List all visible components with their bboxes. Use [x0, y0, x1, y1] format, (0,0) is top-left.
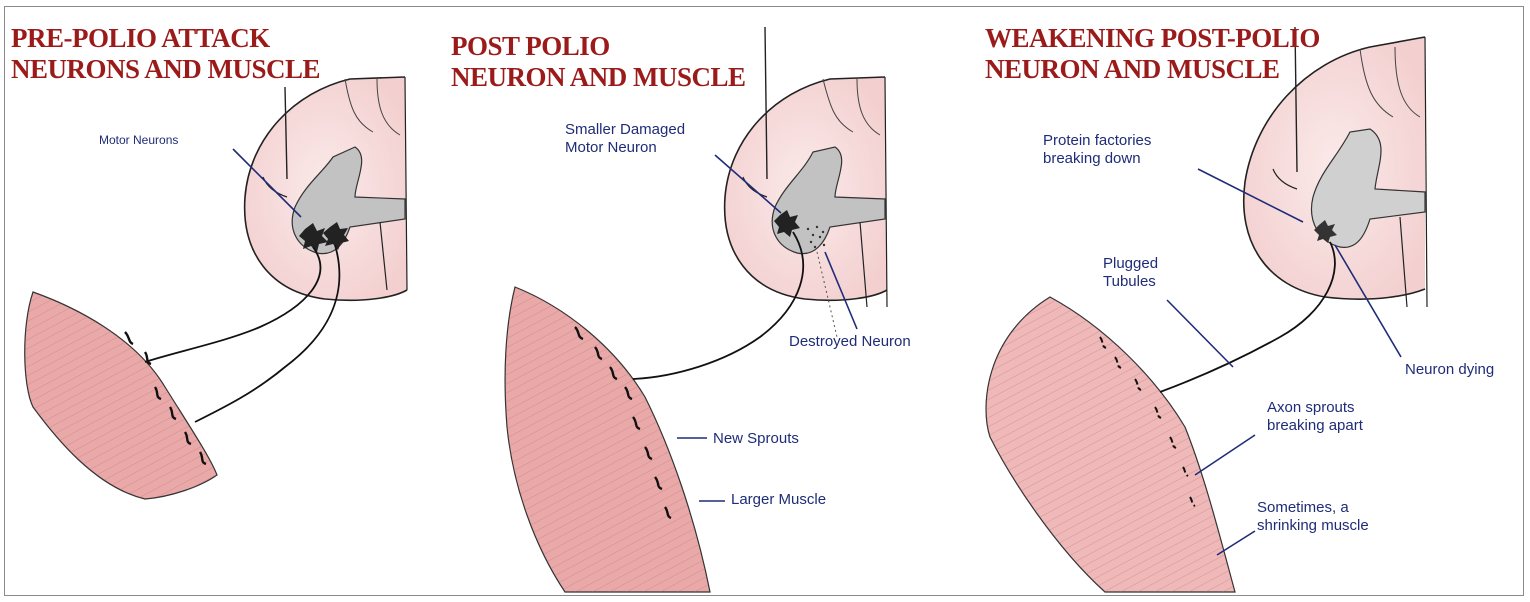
- panel-2-spinal-cord: [725, 27, 887, 337]
- panel-3-axon-sprouts-pointer: [1195, 435, 1255, 475]
- smaller-damaged-line1: Smaller Damaged: [565, 121, 685, 139]
- panel-1-muscle: [25, 292, 217, 499]
- protein-factories-label: Protein factories breaking down: [1043, 132, 1151, 168]
- axon-line2: breaking apart: [1267, 417, 1363, 435]
- neuron-dying-label: Neuron dying: [1405, 361, 1494, 379]
- panel-3-shrinking-pointer: [1217, 531, 1255, 555]
- panel-1-spinal-cord: [245, 77, 407, 300]
- smaller-damaged-line2: Motor Neuron: [565, 139, 685, 157]
- destroyed-neuron-label: Destroyed Neuron: [789, 333, 911, 351]
- motor-neurons-label: Motor Neurons: [99, 131, 178, 149]
- panel-3-plugged-pointer: [1167, 300, 1233, 367]
- panel-3-title: WEAKENING POST-POLIO NEURON AND MUSCLE: [985, 23, 1320, 85]
- panel-3-muscle: [986, 297, 1235, 592]
- shrinking-line2: shrinking muscle: [1257, 517, 1369, 535]
- panel-2-title: POST POLIO NEURON AND MUSCLE: [451, 31, 746, 93]
- panel-1-title-line1: PRE-POLIO ATTACK: [11, 23, 320, 54]
- new-sprouts-label: New Sprouts: [713, 430, 799, 448]
- protein-line1: Protein factories: [1043, 132, 1151, 150]
- axon-sprouts-label: Axon sprouts breaking apart: [1267, 399, 1363, 435]
- plugged-line2: Tubules: [1103, 273, 1158, 291]
- plugged-line1: Plugged: [1103, 255, 1158, 273]
- panel-3-title-line1: WEAKENING POST-POLIO: [985, 23, 1320, 54]
- figure-frame: PRE-POLIO ATTACK NEURONS AND MUSCLE POST…: [4, 6, 1524, 596]
- panel-1-title: PRE-POLIO ATTACK NEURONS AND MUSCLE: [11, 23, 320, 85]
- panel-2-muscle: [505, 287, 710, 592]
- panel-2-title-line2: NEURON AND MUSCLE: [451, 62, 746, 93]
- shrinking-line1: Sometimes, a: [1257, 499, 1369, 517]
- panel-2-title-line1: POST POLIO: [451, 31, 746, 62]
- axon-line1: Axon sprouts: [1267, 399, 1363, 417]
- protein-line2: breaking down: [1043, 150, 1151, 168]
- shrinking-muscle-label: Sometimes, a shrinking muscle: [1257, 499, 1369, 535]
- plugged-tubules-label: Plugged Tubules: [1103, 255, 1158, 291]
- larger-muscle-label: Larger Muscle: [731, 491, 826, 509]
- smaller-damaged-label: Smaller Damaged Motor Neuron: [565, 121, 685, 157]
- panel-3-title-line2: NEURON AND MUSCLE: [985, 54, 1320, 85]
- panel-1-title-line2: NEURONS AND MUSCLE: [11, 54, 320, 85]
